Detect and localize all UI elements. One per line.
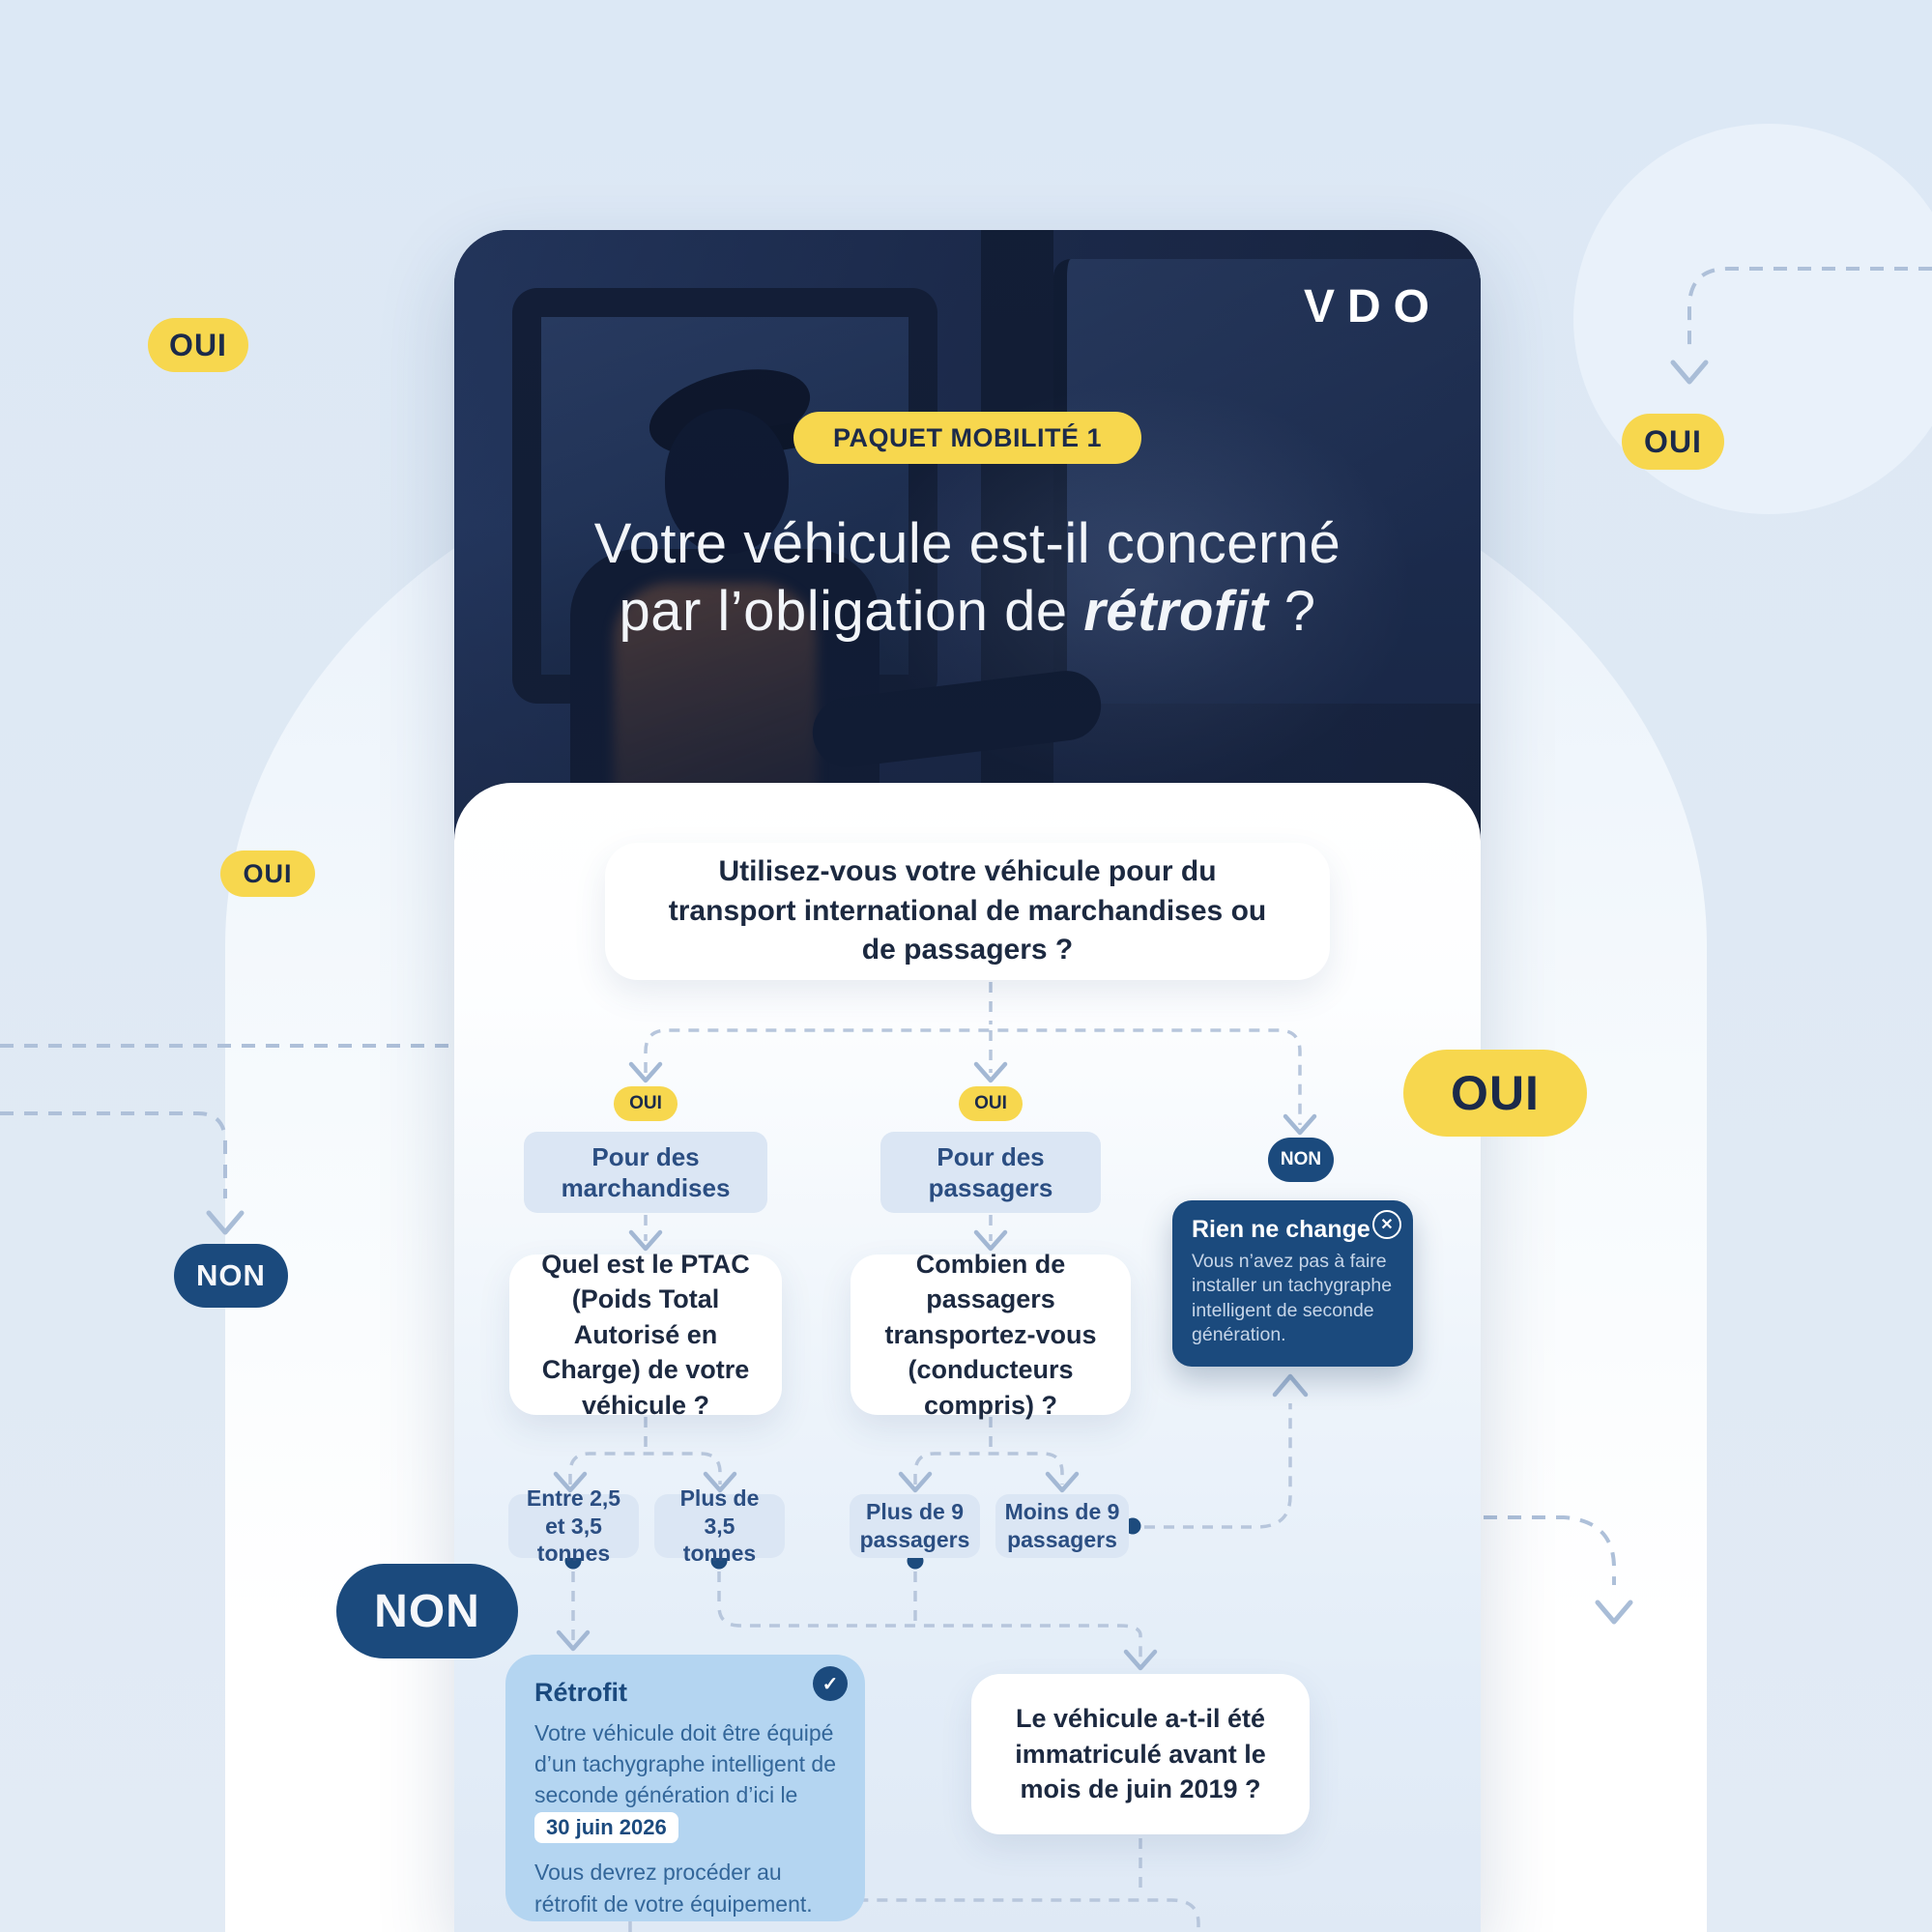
question-registration-date: Le véhicule a-t-il été immatriculé avant… — [971, 1674, 1310, 1834]
retrofit-body-second: Vous devrez procéder au rétrofit de votr… — [534, 1860, 813, 1917]
option-more-than-9-passengers: Plus de 9 passagers — [850, 1494, 980, 1558]
paquet-mobilite-badge: PAQUET MOBILITÉ 1 — [793, 412, 1141, 464]
no-change-title: Rien ne change — [1192, 1216, 1370, 1243]
oui-chip-goods: OUI — [614, 1086, 678, 1121]
non-chip: NON — [1268, 1138, 1334, 1182]
question-passengers-count: Combien de passagers transportez-vous (c… — [851, 1250, 1131, 1420]
photo-navy-overlay — [454, 230, 1481, 887]
title-emphasis: rétrofit — [1083, 580, 1269, 643]
floating-oui-badge-large: OUI — [1403, 1050, 1587, 1137]
question-ptac: Quel est le PTAC (Poids Total Autorisé e… — [509, 1250, 782, 1420]
result-card-retrofit: ✓ Rétrofit Votre véhicule doit être équi… — [505, 1655, 865, 1921]
option-less-than-9-passengers: Moins de 9 passagers — [995, 1494, 1129, 1558]
oui-chip-passengers: OUI — [959, 1086, 1023, 1121]
retrofit-body: Votre véhicule doit être équipé d’un tac… — [534, 1717, 836, 1919]
branch-goods: Pour des marchandises — [524, 1132, 767, 1213]
branch-passengers: Pour des passagers — [880, 1132, 1101, 1213]
result-card-no-change: ✕ Rien ne change Vous n’avez pas à faire… — [1172, 1200, 1413, 1367]
card-header: VDO PAQUET MOBILITÉ 1 Votre véhicule est… — [454, 230, 1481, 887]
floating-oui-badge-mid-left: OUI — [220, 851, 315, 897]
vdo-logo: VDO — [1303, 281, 1442, 332]
floating-non-badge-left: NON — [174, 1244, 288, 1308]
title-line1: Votre véhicule est-il concerné — [593, 512, 1341, 575]
retrofit-title: Rétrofit — [534, 1678, 627, 1707]
option-more-than-3-5-tonnes: Plus de 3,5 tonnes — [654, 1485, 785, 1566]
floating-oui-badge-right: OUI — [1622, 414, 1724, 470]
close-icon[interactable]: ✕ — [1372, 1210, 1401, 1239]
page-title: Votre véhicule est-il concerné par l’obl… — [454, 510, 1481, 646]
check-icon: ✓ — [813, 1666, 848, 1701]
title-line2-prefix: par l’obligation de — [619, 580, 1084, 643]
question-transport-international: Utilisez-vous votre véhicule pour du tra… — [605, 843, 1330, 980]
retrofit-body-text: Votre véhicule doit être équipé d’un tac… — [534, 1720, 837, 1808]
no-change-body: Vous n’avez pas à faire installer un tac… — [1192, 1251, 1393, 1346]
floating-oui-badge-top-left: OUI — [148, 318, 248, 372]
title-suffix: ? — [1268, 580, 1316, 643]
option-between-2-5-and-3-5-tonnes: Entre 2,5 et 3,5 tonnes — [508, 1485, 639, 1566]
retrofit-deadline-tag: 30 juin 2026 — [534, 1811, 678, 1844]
floating-non-badge-large: NON — [336, 1564, 518, 1658]
